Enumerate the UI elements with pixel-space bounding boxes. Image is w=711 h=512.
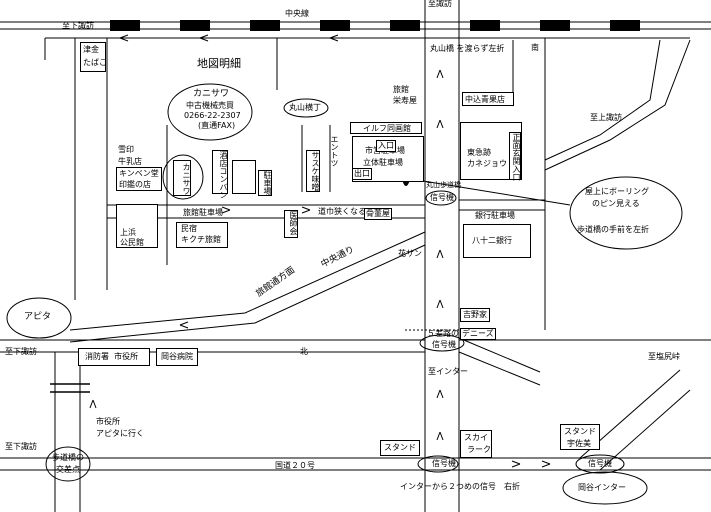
dest-shiojiri: 至塩尻峠	[648, 352, 680, 361]
city-hall-note-2: アピタに行く	[96, 429, 144, 438]
bank-parking: 銀行駐車場	[475, 211, 515, 220]
tsugane-shop: 津金 たばこ	[80, 42, 107, 72]
dest-kamisuwa: 至上諏訪	[590, 113, 622, 122]
kanisawa-tel: 0266-22-2307	[184, 111, 241, 120]
dest-top-left: 至下諏訪	[62, 21, 94, 30]
dennys: デニーズ	[460, 328, 496, 340]
footbridge-cross-2: 交差点	[56, 465, 80, 474]
small-block	[232, 160, 256, 194]
footbridge-cross-1: 歩道橋の	[52, 453, 84, 462]
chimney-label: エントツ	[330, 135, 339, 167]
gas-stand-usami: スタンド 宇佐美	[560, 424, 600, 450]
yukijirushi-1: 雪印	[118, 145, 134, 154]
signal-1: 信号機	[430, 193, 454, 202]
maruyama-bridge-note: 丸山橋 を渡らず左折	[430, 44, 505, 53]
nakakomi-shop: 中込青果店	[462, 92, 514, 106]
south-label: 南	[531, 43, 539, 52]
fire-city-hall: 消防署 市役所	[78, 348, 150, 366]
sake-shop: 酒店コンバン	[212, 150, 228, 199]
signal-3: 信号機	[432, 459, 456, 468]
route20-note: インターから２つめの信号 右折	[400, 482, 520, 491]
yoshinoya: 吉野家	[460, 308, 490, 322]
five-way-label: ５差路の	[427, 329, 459, 338]
narrow-road-label: 道巾狭くなる	[318, 207, 366, 216]
sasuke-shop: サスケ味噌	[306, 150, 320, 192]
kanisawa-fax: (直通FAX)	[198, 121, 236, 130]
kanisawa-name: カニサワ	[193, 89, 230, 99]
route20-label: 国道２０号	[275, 461, 315, 470]
north-label: 北	[300, 347, 308, 356]
dest-left-mid: 至下諏訪	[5, 347, 37, 356]
railway-label: 中央線	[285, 9, 309, 18]
okaya-ic: 岡谷インター	[578, 483, 626, 492]
parking-exit: 出口	[352, 168, 372, 180]
callout-line2: のピン見える	[592, 199, 640, 208]
dest-left-bottom: 至下諏訪	[5, 442, 37, 451]
signal-4: 信号機	[588, 459, 612, 468]
kinben-shop: キンベン堂 印鑑の店	[116, 167, 162, 191]
yukijirushi-2: 牛乳店	[118, 157, 142, 166]
city-hall-note-1: 市役所	[96, 417, 120, 426]
maruyama-footbridge: 丸山歩道橋	[426, 181, 461, 189]
hachijuni-bank: 八十二銀行	[463, 224, 531, 258]
to-interchange: 至インター	[428, 367, 468, 376]
kanisawa-desc: 中古機械売買	[186, 101, 234, 110]
ryokan-parking: 旅館駐車場	[183, 208, 223, 217]
skylark: スカイ ラーク	[460, 430, 492, 458]
hanasan: 花サン	[398, 249, 422, 258]
maruyama-street: 丸山横丁	[289, 103, 321, 112]
parking-small: 駐車場	[258, 170, 272, 196]
dest-top-right: 至諏訪	[428, 0, 452, 8]
callout-line1: 屋上にボーリング	[585, 187, 649, 196]
antique-shop: 骨董屋	[364, 208, 392, 220]
parking-entrance: 入口	[376, 140, 396, 152]
okaya-hospital: 岡谷病院	[156, 348, 198, 366]
ryokan-1: 旅館	[393, 85, 409, 94]
irufu-gallery: イルフ同画館	[350, 122, 422, 134]
gas-stand-1: スタンド	[380, 440, 420, 456]
apita: アピタ	[24, 312, 52, 322]
signal-2: 信号機	[432, 340, 456, 349]
ryokan-2: 栄寿屋	[393, 96, 417, 105]
callout-line3: 歩道橋の手前を左折	[577, 225, 649, 234]
kamihama-hall: 上浜 公民館	[116, 204, 158, 248]
kanisawa-building: カニサワ	[173, 160, 191, 196]
medical-association: 医師会	[284, 210, 298, 238]
map-title: 地図明細	[197, 57, 241, 70]
minshuku: 民宿 キクチ旅館	[176, 222, 228, 248]
main-entrance: 正面玄関入口	[509, 132, 521, 181]
